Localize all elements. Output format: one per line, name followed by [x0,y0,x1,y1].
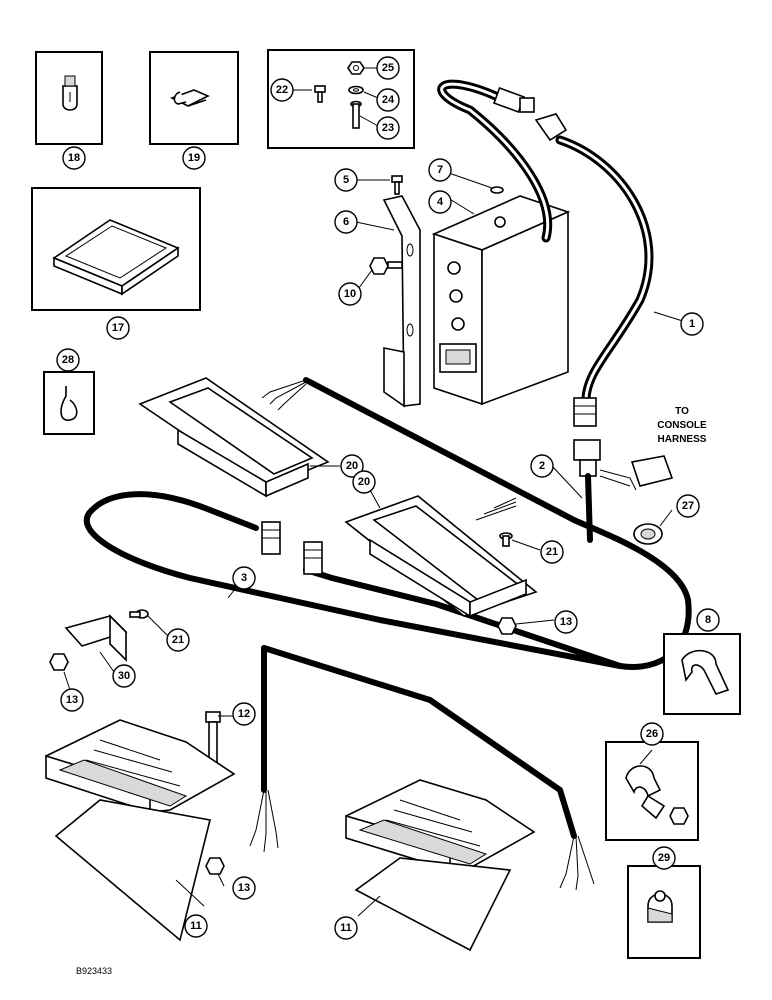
callout-28: 28 [56,348,80,372]
callout-29: 29 [652,846,676,870]
clamp-8 [663,633,741,715]
svg-text:19: 19 [188,152,200,164]
callout-12: 12 [232,702,256,726]
svg-text:12: 12 [238,708,250,720]
svg-text:27: 27 [682,500,694,512]
callout-18: 18 [62,146,86,170]
callout-6: 6 [334,210,358,234]
drawing-code: B923433 [76,966,112,976]
callout-22: 22 [270,78,294,102]
callout-21a: 21 [540,540,564,564]
callout-2: 2 [530,454,554,478]
callout-24: 24 [376,88,400,112]
svg-text:8: 8 [705,614,711,626]
bolt-12 [205,711,221,763]
svg-text:20: 20 [346,460,358,472]
svg-text:29: 29 [658,852,670,864]
screw-5 [391,175,403,195]
light-assembly-11a [44,719,236,942]
lamp-housing-20b [344,495,538,618]
svg-text:13: 13 [238,882,250,894]
washer-7 [490,186,504,194]
bolt-10 [369,257,403,275]
to-console-label-line3: HARNESS [658,434,707,445]
clamp-29 [627,865,701,959]
svg-text:4: 4 [437,196,444,208]
callout-20b: 20 [352,470,376,494]
pigtails [249,379,595,891]
svg-text:13: 13 [560,616,572,628]
strap-28 [43,371,95,435]
callout-8: 8 [696,608,720,632]
svg-text:23: 23 [382,122,394,134]
callout-30: 30 [112,664,136,688]
nut-13c [205,857,225,875]
callout-17: 17 [106,316,130,340]
svg-text:2: 2 [539,460,545,472]
svg-text:22: 22 [276,84,288,96]
grommet-27 [633,523,663,545]
svg-text:25: 25 [382,62,394,74]
wire-2 [585,473,593,543]
svg-text:24: 24 [382,94,395,106]
nut-13b [49,653,69,671]
connector-2 [573,439,674,491]
nut-13a [497,617,517,635]
callout-27: 27 [676,494,700,518]
callout-19: 19 [182,146,206,170]
svg-text:20: 20 [358,476,370,488]
harness-connectors [261,521,323,575]
svg-text:18: 18 [68,152,80,164]
callout-4: 4 [428,190,452,214]
inset-lamp-bulb [35,51,103,145]
svg-text:13: 13 [66,694,78,706]
svg-text:1: 1 [689,318,695,330]
screw-21a [499,532,513,547]
callout-25: 25 [376,56,400,80]
to-console-label-line1: TO [675,406,689,417]
svg-text:26: 26 [646,728,658,740]
callout-5: 5 [334,168,358,192]
callout-10: 10 [338,282,362,306]
clamp-26 [605,741,699,841]
svg-text:10: 10 [344,288,356,300]
callout-11a: 11 [184,914,208,938]
mounting-bracket [382,195,421,408]
svg-text:30: 30 [118,670,130,682]
callout-13a: 13 [554,610,578,634]
svg-text:17: 17 [112,322,124,334]
svg-text:28: 28 [62,354,74,366]
callout-7: 7 [428,158,452,182]
callout-21b: 21 [166,628,190,652]
callout-20a: 20 [340,454,364,478]
callout-11b: 11 [334,916,358,940]
svg-text:5: 5 [343,174,349,186]
inset-lens [31,187,201,311]
inset-clip [149,51,239,145]
svg-text:21: 21 [546,546,558,558]
callout-13c: 13 [232,876,256,900]
svg-text:11: 11 [190,920,202,932]
callout-1: 1 [680,312,704,336]
callout-13b: 13 [60,688,84,712]
svg-text:6: 6 [343,216,349,228]
light-assembly-11b [344,779,536,952]
lamp-housing-20a [138,377,330,498]
svg-text:21: 21 [172,634,184,646]
svg-text:11: 11 [340,922,352,934]
harness-3 [83,377,692,839]
callout-26: 26 [640,722,664,746]
harness-cable-1 [437,79,654,427]
svg-text:7: 7 [437,164,443,176]
callout-23: 23 [376,116,400,140]
control-unit [431,195,571,406]
screw-21b [129,609,149,619]
svg-text:3: 3 [241,572,247,584]
bracket-30 [64,614,128,662]
to-console-label-line2: CONSOLE [657,420,707,431]
callout-3: 3 [232,566,256,590]
leader-lines [63,67,687,917]
